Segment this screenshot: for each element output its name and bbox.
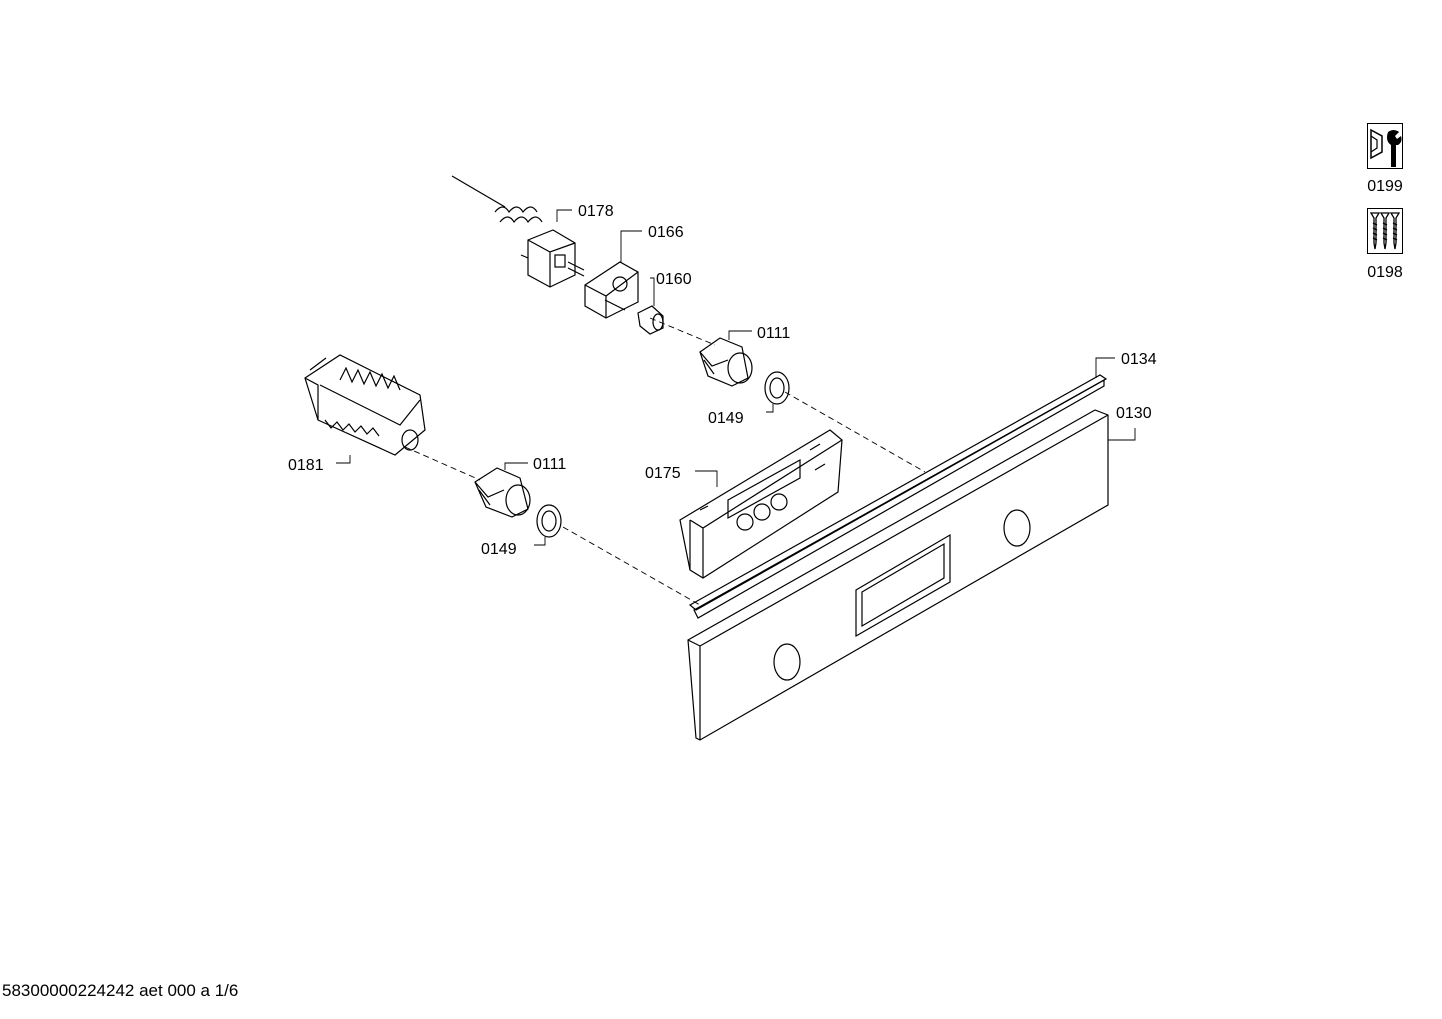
legend-tools-code: 0199 [1367,178,1403,195]
document-footer-id: 58300000224242 aet 000 a 1/6 [2,981,239,1000]
part-0178-thermostat [451,175,585,288]
screws-icon [1369,212,1401,250]
part-0111-knob-upper [699,337,753,387]
part-0175-electronic-module [679,429,843,579]
callout-0175: 0175 [645,465,681,482]
callout-0130: 0130 [1116,405,1152,422]
part-0134-seal-strip [688,374,1108,619]
legend-tools-box [1367,123,1403,169]
part-0166-bracket [584,261,639,319]
callout-0181: 0181 [288,457,324,474]
part-0111-knob-lower [474,467,531,518]
part-0149-ring-upper [764,371,790,405]
part-0149-ring-lower [536,504,562,538]
callout-0166: 0166 [648,224,684,241]
legend-screws-box [1367,208,1403,254]
callout-0111-lower: 0111 [533,456,566,473]
part-0181-selector-switch [304,354,426,456]
callout-0134: 0134 [1121,351,1157,368]
callout-0160: 0160 [656,271,692,288]
part-0130-control-panel [687,409,1109,741]
callout-labels: 0178 0166 0160 0111 0149 0134 0130 0181 … [288,203,1157,558]
part-0160-lamp-holder [637,305,664,335]
callout-leaders [336,209,1136,546]
legend-screws-code: 0198 [1367,264,1403,281]
callout-0149-lower: 0149 [481,541,517,558]
callout-0111-upper: 0111 [757,325,790,342]
callout-0178: 0178 [578,203,614,220]
callout-0149-upper: 0149 [708,410,744,427]
assembly-axis-lines [404,317,926,606]
wrench-icon [1370,128,1402,167]
